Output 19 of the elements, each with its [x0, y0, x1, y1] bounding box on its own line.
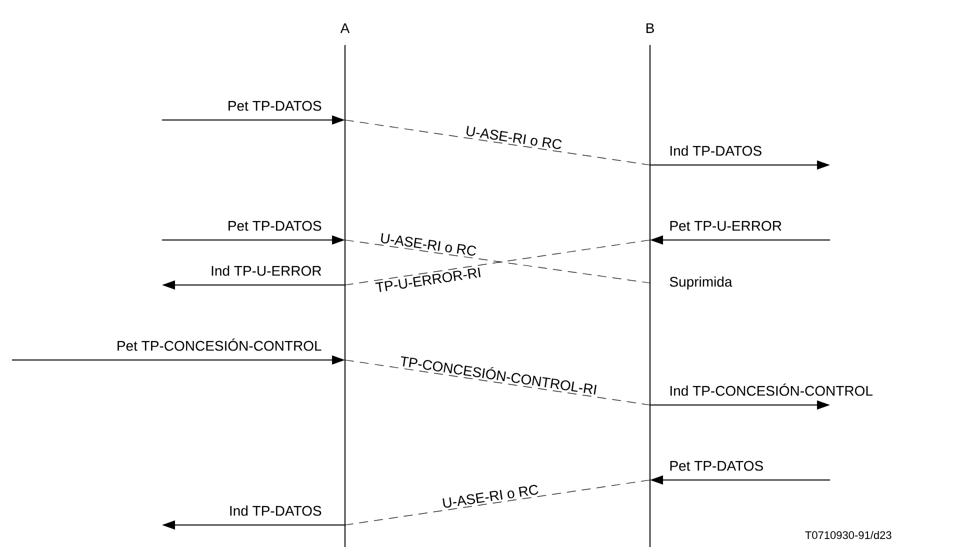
edge-label: Pet TP-DATOS — [228, 100, 322, 111]
dashed-message-line — [344, 360, 650, 406]
lifeline: B — [646, 23, 654, 547]
edge-label: Pet TP-DATOS — [670, 460, 763, 471]
edge-label: Pet TP-CONCESIÓN-CONTROL — [118, 338, 322, 351]
note-label: Suprimida — [670, 276, 732, 290]
edge-label: Pet TP-DATOS — [228, 220, 322, 231]
edge-label: U-ASE-RI o RC — [378, 232, 478, 258]
dashed-message-line — [344, 480, 650, 526]
edge-label: Ind TP-DATOS — [230, 506, 322, 516]
dashed-message-line — [344, 120, 650, 166]
figure-number: T0710930-91/d23 — [805, 530, 892, 540]
edge-label: Pet TP-U-ERROR — [670, 220, 782, 231]
edge-label: U-ASE-RI o RC — [440, 483, 540, 510]
lifeline: A — [340, 23, 350, 547]
edge-label: Ind TP-DATOS — [670, 146, 762, 156]
edge-label: Ind TP-U-ERROR — [212, 266, 322, 276]
edge-label: U-ASE-RI o RC — [464, 124, 564, 151]
edge-label: Ind TP-CONCESIÓN-CONTROL — [670, 384, 873, 396]
